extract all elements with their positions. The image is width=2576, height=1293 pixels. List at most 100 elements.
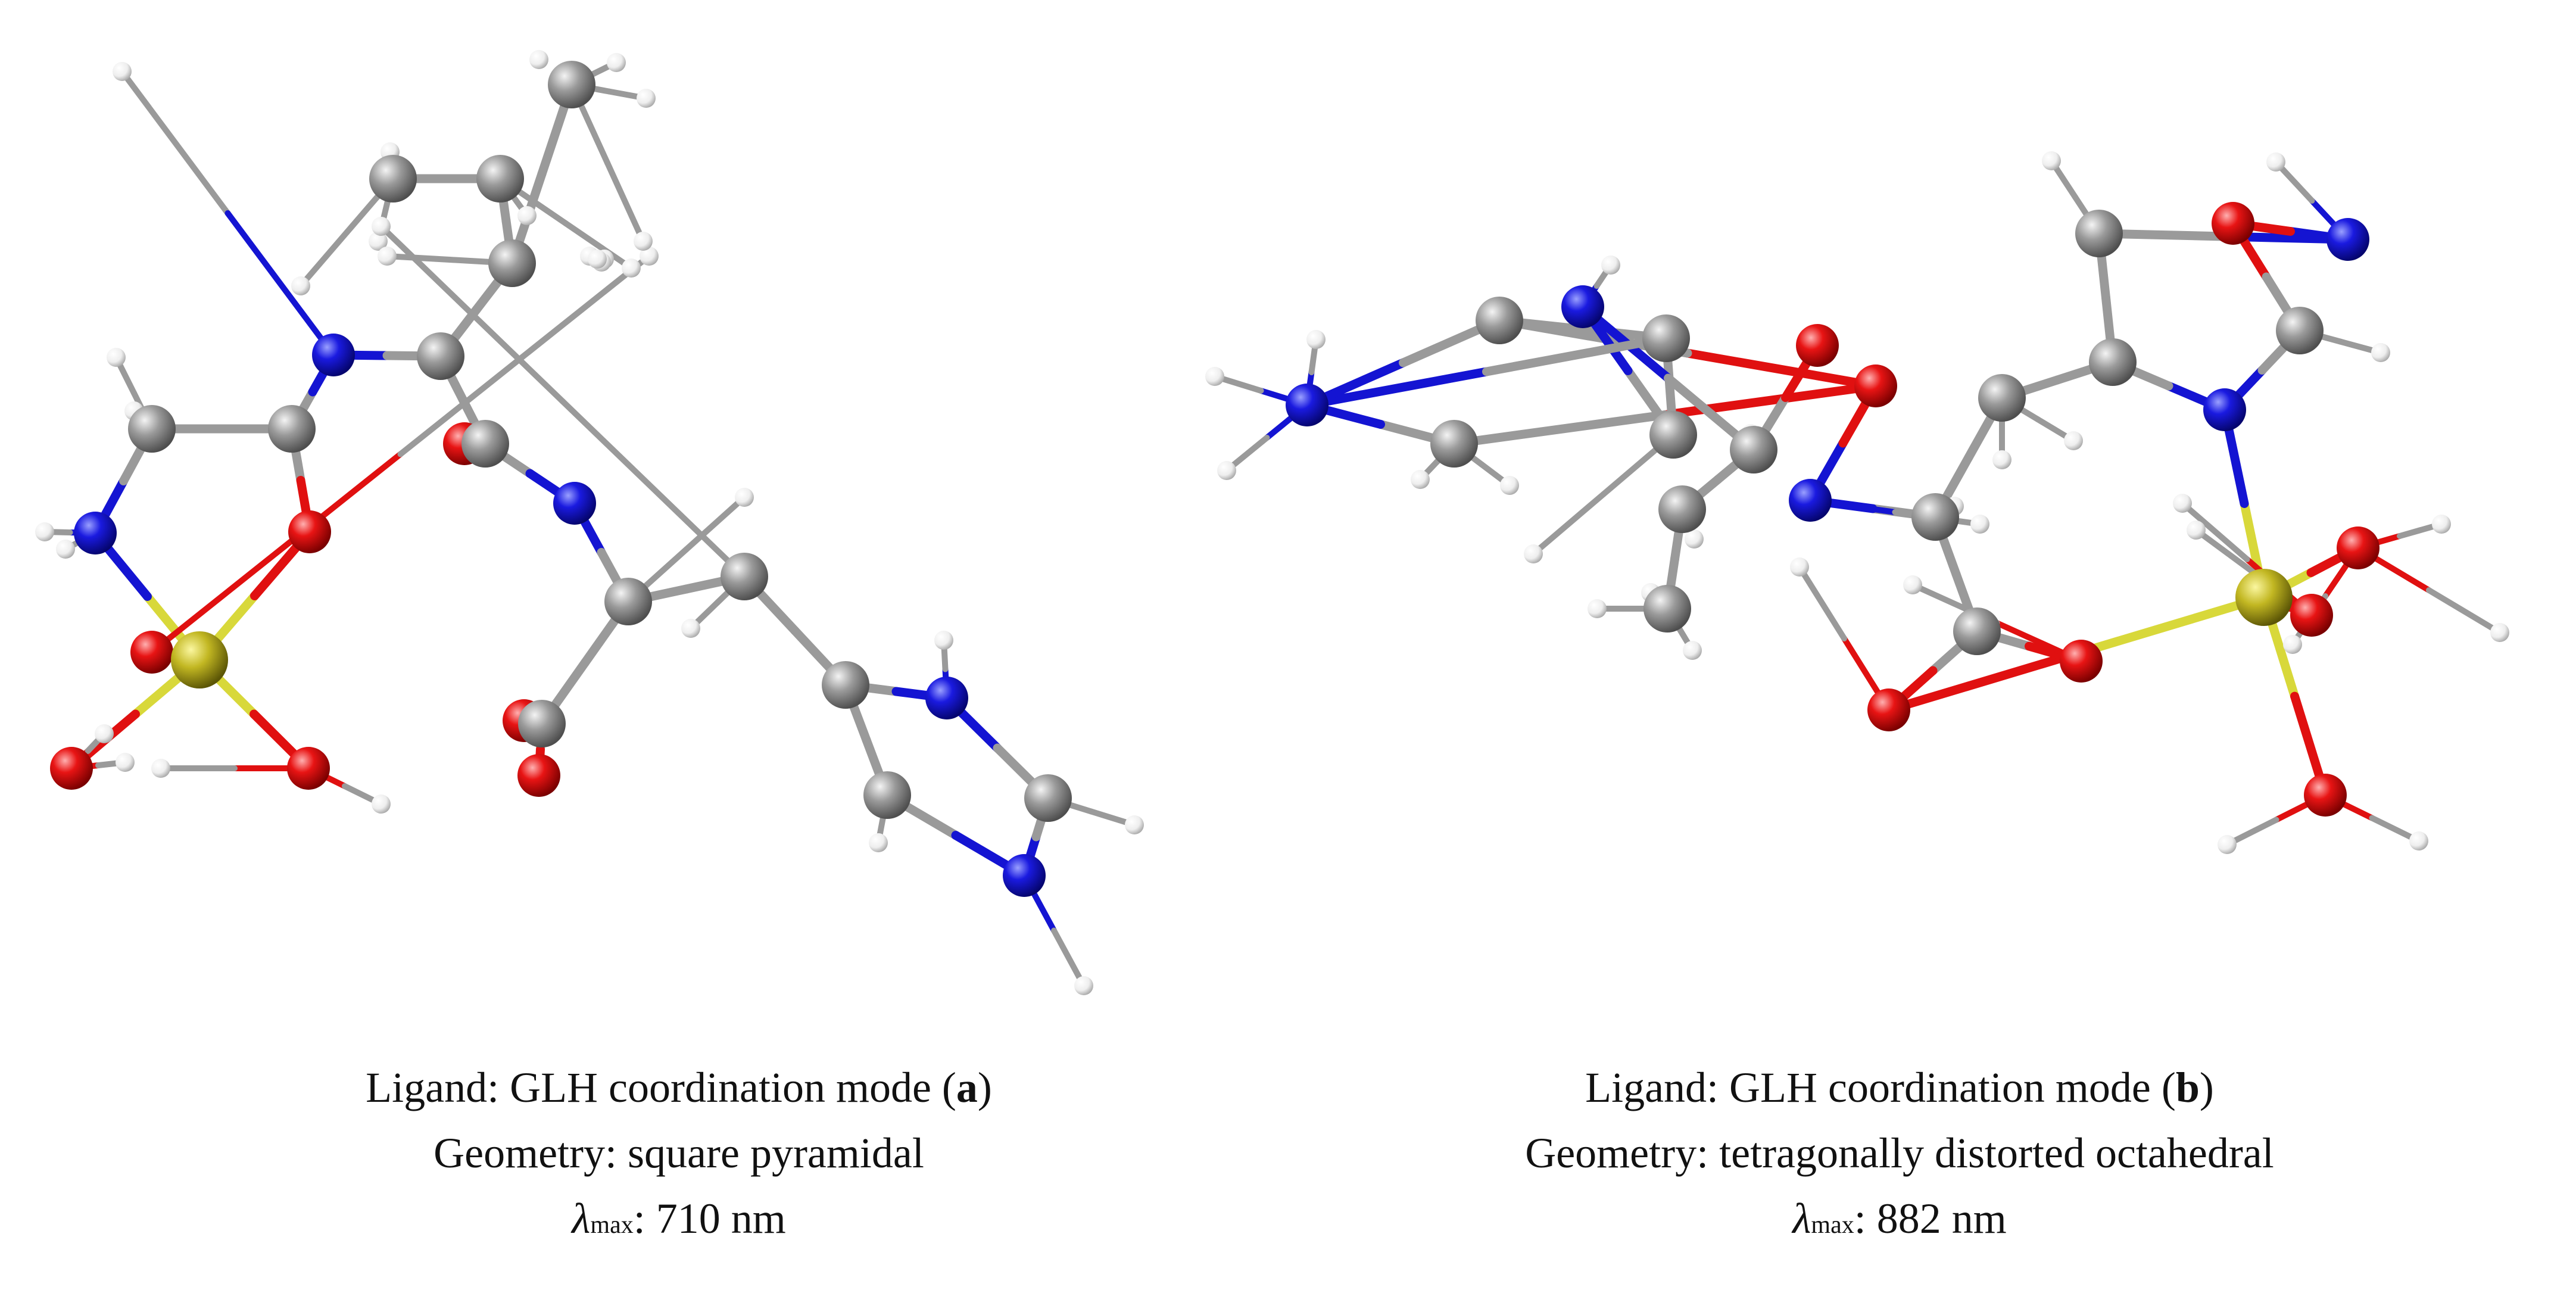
nitrogen-atom: [1789, 479, 1832, 522]
hydrogen-atom: [607, 53, 626, 72]
hydrogen-atom: [95, 724, 114, 743]
hydrogen-atom: [113, 62, 132, 81]
caption-b-geometry-text: Geometry: tetragonally distorted octahed…: [1525, 1129, 2274, 1177]
bond: [1051, 927, 1087, 989]
hydrogen-atom: [2490, 623, 2509, 642]
hydrogen-atom: [2042, 151, 2061, 170]
hydrogen-atom: [1790, 557, 1809, 577]
bond: [1530, 491, 1607, 557]
hydrogen-atom: [1992, 450, 2011, 469]
bond: [604, 160, 646, 244]
hydrogen-atom: [1500, 476, 1519, 495]
carbon-atom: [1911, 493, 1959, 541]
hydrogen-atom: [1588, 599, 1607, 618]
hydrogen-atom: [56, 540, 75, 559]
caption-a-lambda-symbol: λ: [572, 1195, 591, 1242]
carbon-atom: [476, 155, 524, 202]
carbon-atom: [1430, 420, 1478, 468]
hydrogen-atom: [1411, 470, 1430, 489]
caption-b-lambda-line: λmax: 882 nm: [1298, 1197, 2501, 1240]
bond: [1797, 564, 1847, 641]
nitrogen-atom: [312, 334, 355, 376]
nitrogen-atom: [2203, 388, 2246, 431]
oxygen-atom: [1854, 364, 1897, 407]
hydrogen-atom: [35, 522, 54, 541]
nitrogen-atom: [74, 512, 117, 554]
carbon-atom: [604, 578, 652, 625]
carbon-atom: [1978, 374, 2026, 422]
hydrogen-atom: [529, 50, 548, 69]
hydrogen-atom: [2266, 152, 2285, 172]
hydrogen-atom: [2371, 343, 2390, 362]
carbon-atom: [2089, 338, 2137, 386]
bond: [683, 494, 747, 553]
carbon-atom: [488, 239, 536, 287]
caption-b: Ligand: GLH coordination mode (b) Geomet…: [1298, 1066, 2501, 1275]
hydrogen-atom: [2218, 835, 2237, 854]
carbon-atom: [128, 405, 176, 453]
bond: [563, 220, 634, 271]
nitrogen-atom: [1561, 285, 1604, 328]
hydrogen-atom: [1217, 461, 1236, 480]
oxygen-atom: [2337, 526, 2379, 569]
caption-b-lambda-value: : 882 nm: [1854, 1195, 2007, 1242]
oxygen-atom: [2304, 774, 2347, 817]
caption-a-lambda-line: λmax: 710 nm: [95, 1197, 1262, 1240]
bond: [378, 223, 566, 404]
caption-b-geometry-line: Geometry: tetragonally distorted octahed…: [1298, 1132, 2501, 1174]
caption-a-ligand-text: Ligand: GLH coordination mode (: [366, 1064, 956, 1111]
oxygen-atom: [1796, 324, 1839, 367]
hydrogen-atom: [934, 631, 953, 650]
hydrogen-atom: [869, 833, 888, 852]
oxygen-atom: [1867, 688, 1910, 731]
bond: [149, 451, 404, 655]
bond: [298, 229, 350, 289]
molecule-a: [35, 50, 1144, 995]
carbon-atom: [268, 405, 316, 453]
hydrogen-atom: [1205, 367, 1224, 386]
hydrogen-atom: [622, 258, 641, 278]
hydrogen-atom: [2432, 515, 2451, 534]
oxygen-atom: [288, 510, 331, 553]
carbon-atom: [863, 771, 911, 819]
carbon-atom: [461, 420, 509, 468]
carbon-atom: [548, 61, 595, 108]
hydrogen-atom: [1074, 976, 1093, 995]
copper-atom: [171, 631, 228, 688]
hydrogen-atom: [1970, 515, 1989, 534]
nitrogen-atom: [1003, 854, 1046, 897]
carbon-atom: [2075, 210, 2123, 257]
hydrogen-atom: [1683, 641, 1702, 660]
carbon-atom: [1649, 411, 1697, 459]
caption-b-lambda-sub: max: [1811, 1211, 1854, 1239]
bond: [1449, 410, 1670, 448]
caption-a-lambda-value: : 710 nm: [633, 1195, 786, 1242]
bond: [2072, 593, 2269, 658]
bond: [224, 210, 336, 358]
carbon-atom: [2276, 307, 2324, 354]
hydrogen-atom: [634, 232, 653, 251]
carbon-atom: [1658, 485, 1706, 533]
carbon-atom: [1476, 297, 1523, 344]
caption-a-geometry-text: Geometry: square pyramidal: [434, 1129, 924, 1177]
molecule-b: [1205, 151, 2509, 854]
carbon-atom: [1642, 314, 1690, 362]
bond: [2426, 587, 2503, 635]
oxygen-atom: [50, 747, 93, 790]
hydrogen-atom: [2409, 831, 2428, 850]
oxygen-atom: [130, 631, 173, 674]
carbon-atom: [369, 155, 417, 202]
oxygen-atom: [287, 747, 330, 790]
bond: [397, 253, 652, 457]
hydrogen-atom: [369, 232, 388, 251]
oxygen-atom: [2212, 202, 2254, 245]
hydrogen-atom: [2283, 635, 2302, 654]
bond: [2193, 527, 2257, 576]
oxygen-atom: [2060, 640, 2103, 683]
hydrogen-atom: [735, 488, 754, 507]
nitrogen-atom: [1286, 384, 1328, 426]
hydrogen-atom: [588, 250, 607, 269]
nitrogen-atom: [925, 677, 968, 719]
carbon-atom: [721, 553, 768, 600]
